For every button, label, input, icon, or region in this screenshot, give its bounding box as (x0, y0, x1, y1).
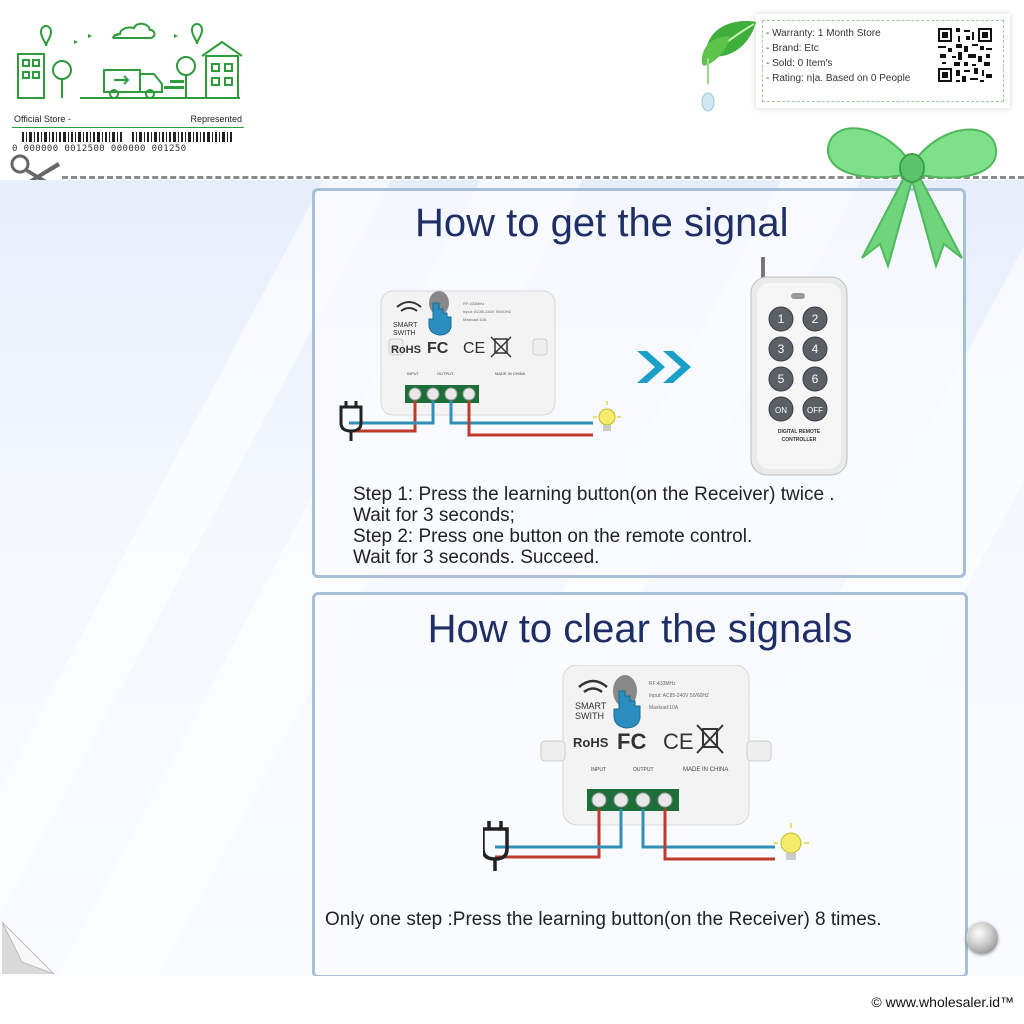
plug-icon (339, 401, 363, 441)
remote-button-2 (802, 306, 828, 332)
output-label: OUTPUT (633, 767, 654, 773)
rohs-mark: RoHS (391, 344, 421, 356)
info-card-border (762, 20, 1004, 102)
remote-button-label: ON (775, 406, 787, 415)
device-spec-input: Input: AC85-240V 50/60HZ (463, 309, 512, 314)
input-label: INPUT (591, 767, 606, 773)
remote-label-line1: DIGITAL REMOTE (778, 429, 821, 435)
page-curl-icon[interactable] (2, 922, 54, 974)
device-spec-load: Maxload:10A (649, 705, 679, 711)
remote-button-label: 5 (778, 372, 785, 386)
step1-wait-text: Wait for 3 seconds; (353, 505, 515, 526)
delivery-illustration-icon (17, 22, 243, 99)
device-brand-line2: SWITH (393, 330, 416, 337)
remote-control-icon: 1 2 3 4 5 6ON OFF DIGITAL REMOTE CONTROLLER (750, 257, 848, 476)
cut-line (62, 176, 1024, 179)
clear-signals-title: How to clear the signals (427, 607, 853, 651)
remote-button-1 (768, 306, 794, 332)
rating-text: - Rating: n|a. Based on 0 People (766, 73, 911, 84)
remote-button-label: 1 (778, 312, 785, 326)
remote-button-on (768, 396, 794, 422)
leaf-icon (701, 21, 756, 112)
product-info-lines: - Warranty: 1 Month Store - Brand: Etc -… (766, 26, 910, 86)
step2-text: Step 2: Press one button on the remote c… (353, 526, 753, 547)
header: Official Store - Represented (0, 0, 1024, 200)
brand-text: - Brand: Etc (766, 43, 819, 54)
official-store-label: Official Store - (14, 114, 71, 124)
remote-button-label: 4 (812, 342, 819, 356)
device-brand-line1: SMART (575, 701, 607, 711)
get-signal-steps: Step 1: Press the learning button(on the… (353, 484, 835, 568)
made-in-label: MADE IN CHINA (495, 371, 526, 376)
remote-buttons: 1 2 3 4 5 6ON OFF (768, 306, 828, 422)
store-badge: Official Store - Represented (10, 10, 246, 154)
clear-signals-panel: How to clear the signals SMART SWITH RoH… (312, 592, 968, 978)
sold-text: - Sold: 0 Item's (766, 58, 833, 69)
ce-mark: CE (663, 729, 694, 754)
remote-button-label: OFF (807, 406, 823, 415)
footer: © www.wholesaler.id™ (0, 976, 1024, 1024)
receiver-wiring-diagram: SMART SWITH RoHS FC CE RF:433MHz Input: … (339, 290, 621, 441)
device-brand-line2: SWITH (575, 711, 604, 721)
hand-pointer-icon (428, 302, 452, 336)
receiver-clear-diagram: SMART SWITH RoHS FC CE RF:433MHz Input: … (483, 665, 809, 871)
device-spec-input: Input: AC85-240V 50/60HZ (649, 693, 709, 699)
weee-bin-icon (490, 336, 512, 358)
remote-button-6 (802, 366, 828, 392)
step1-text: Step 1: Press the learning button(on the… (353, 484, 835, 505)
device-spec-load: Maxload:10A (463, 317, 487, 322)
output-label: OUTPUT (437, 371, 454, 376)
remote-button-off (802, 396, 828, 422)
remote-label-line2: CONTROLLER (782, 437, 817, 443)
ce-mark: CE (463, 340, 485, 357)
get-signal-title: How to get the signal (415, 201, 789, 245)
step2-wait-text: Wait for 3 seconds. Succeed. (353, 547, 600, 568)
remote-button-4 (802, 336, 828, 362)
barcode-icon (22, 132, 232, 142)
fc-mark: FC (427, 340, 449, 357)
wifi-icon (396, 301, 422, 312)
qr-code-icon[interactable] (936, 26, 994, 84)
plug-icon (483, 821, 509, 871)
bow-icon (826, 127, 998, 270)
bulb-icon (593, 401, 621, 431)
rohs-mark: RoHS (573, 735, 609, 750)
remote-button-label: 3 (778, 342, 785, 356)
device-spec-rf: RF:433MHz (463, 301, 484, 306)
clear-signals-step-text: Only one step :Press the learning button… (325, 909, 882, 930)
remote-button-label: 2 (812, 312, 819, 326)
double-chevron-arrow-icon (637, 351, 691, 383)
get-signal-panel: How to get the signal SMART SWITH RoHS F… (312, 188, 966, 578)
made-in-label: MADE IN CHINA (683, 767, 728, 773)
device-spec-rf: RF:433MHz (649, 681, 676, 687)
bulb-icon (773, 823, 809, 860)
remote-button-label: 6 (812, 372, 819, 386)
remote-button-3 (768, 336, 794, 362)
round-scroll-button[interactable] (966, 922, 998, 954)
device-brand-line1: SMART (393, 322, 418, 329)
store-divider (12, 127, 244, 128)
remote-button-5 (768, 366, 794, 392)
input-label: INPUT (407, 371, 420, 376)
warranty-text: - Warranty: 1 Month Store (766, 28, 881, 39)
fc-mark: FC (617, 729, 646, 754)
copyright-text: © www.wholesaler.id™ (871, 994, 1014, 1010)
barcode-digits: 0 000000 0012500 000000 001250 (12, 144, 187, 154)
represented-label: Represented (190, 114, 242, 124)
